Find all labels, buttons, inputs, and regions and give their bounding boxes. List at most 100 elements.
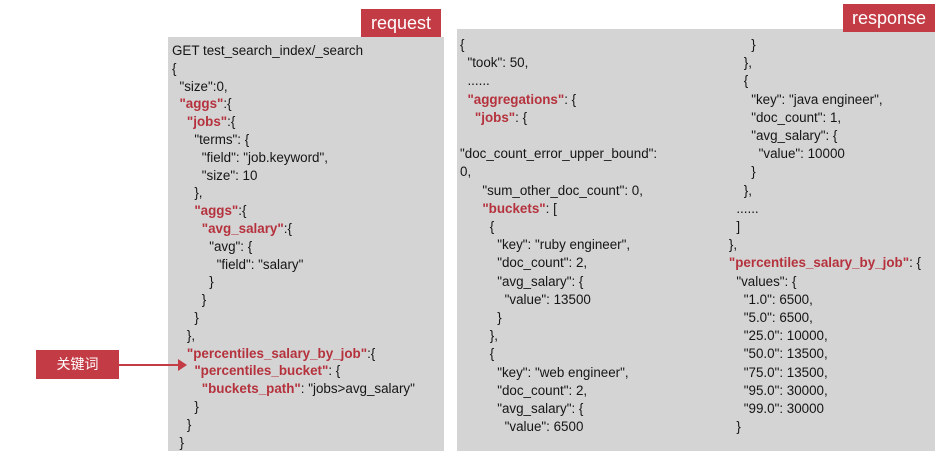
code-text — [172, 221, 202, 236]
code-line: "jobs":{ — [172, 113, 235, 131]
code-text: ...... — [714, 200, 759, 216]
code-text: { — [460, 346, 495, 362]
code-text: :{ — [238, 203, 247, 219]
code-text: "5.0": 6500, — [714, 310, 813, 325]
code-line: "25.0": 10000, — [714, 327, 828, 345]
code-keyword: "buckets_path" — [201, 381, 301, 397]
code-line: "1.0": 6500, — [714, 291, 813, 309]
code-text — [172, 381, 202, 396]
keyword-arrow-icon — [178, 359, 187, 371]
code-line: "doc_count": 1, — [714, 109, 841, 127]
code-line: "aggs":{ — [172, 95, 232, 113]
code-text: "took": 50, — [460, 55, 529, 71]
code-line: { — [460, 218, 495, 236]
code-text: : "jobs>avg_salary" — [300, 381, 415, 397]
code-text: } — [714, 419, 741, 435]
code-line: } — [714, 163, 756, 181]
code-text: "key": "ruby engineer", — [460, 237, 631, 253]
code-line: "sum_other_doc_count": 0, — [460, 182, 643, 200]
code-line: "avg": { — [172, 238, 252, 256]
code-line: } — [172, 309, 199, 327]
code-text: "key": "web engineer", — [460, 364, 629, 380]
code-line: "percentiles_salary_by_job":{ — [172, 345, 375, 363]
code-line: "avg_salary": { — [460, 400, 583, 418]
code-text: "avg_salary": { — [460, 273, 584, 289]
code-line: "value": 13500 — [460, 291, 591, 309]
code-text: "field": "job.keyword", — [172, 149, 328, 165]
code-line: }, — [172, 184, 202, 202]
code-line: "value": 10000 — [714, 145, 845, 163]
response-code-panel — [457, 29, 935, 451]
code-text: :{ — [223, 96, 232, 112]
code-text: } — [172, 292, 207, 308]
code-text: :{ — [227, 114, 236, 130]
code-text: "95.0": 30000, — [714, 382, 828, 398]
code-line: { — [172, 60, 176, 78]
code-text: } — [172, 310, 199, 325]
code-line: "doc_count": 2, — [460, 254, 587, 272]
code-text: } — [714, 164, 756, 180]
code-line: } — [172, 291, 207, 309]
keyword-callout: 关键词 — [36, 350, 119, 379]
code-text: ...... — [460, 73, 490, 89]
code-text: 0, — [460, 164, 472, 180]
code-text: :{ — [283, 221, 292, 236]
code-line: "field": "job.keyword", — [172, 149, 328, 167]
code-keyword: "jobs" — [474, 109, 516, 125]
code-line: "50.0": 13500, — [714, 345, 828, 363]
code-text: "1.0": 6500, — [714, 291, 813, 307]
code-keyword: "aggs" — [179, 96, 224, 112]
code-text: "avg_salary": { — [460, 401, 584, 416]
code-text: "doc_count_error_upper_bound": — [460, 146, 658, 162]
code-line: "avg_salary": { — [460, 273, 583, 291]
code-line: }, — [714, 54, 752, 72]
code-line: "key": "ruby engineer", — [460, 236, 630, 254]
code-text: }, — [714, 182, 752, 198]
code-line: } — [460, 309, 502, 327]
code-line: "size":0, — [172, 78, 227, 96]
code-text: "avg_salary": { — [714, 128, 838, 143]
code-text — [172, 114, 187, 129]
code-line: "field": "salary" — [172, 256, 304, 274]
code-text: }, — [714, 55, 752, 71]
code-keyword: "percentiles_salary_by_job" — [186, 345, 368, 361]
code-line: "75.0": 13500, — [714, 364, 828, 382]
code-line: { — [714, 72, 749, 90]
code-line: "avg_salary":{ — [172, 220, 292, 238]
code-line: "terms": { — [172, 131, 249, 149]
code-line: "aggregations": { — [460, 91, 576, 109]
code-text: "avg": { — [172, 238, 253, 254]
code-text: }, — [460, 328, 498, 344]
code-text: { — [172, 60, 177, 76]
code-text: "value": 10000 — [714, 146, 845, 162]
code-line: "took": 50, — [460, 54, 528, 72]
code-text: GET test_search_index/_search — [172, 43, 364, 58]
code-text: "size": 10 — [172, 167, 258, 183]
code-text: "75.0": 13500, — [714, 364, 828, 380]
code-line: "percentiles_salary_by_job": { — [714, 254, 921, 272]
code-text: } — [172, 274, 214, 290]
code-line: GET test_search_index/_search — [172, 42, 363, 60]
code-text: } — [460, 310, 502, 325]
request-label: request — [361, 9, 441, 37]
code-text: } — [172, 399, 199, 414]
code-line: } — [714, 418, 741, 436]
code-text: } — [172, 434, 184, 450]
code-line: ...... — [714, 200, 759, 218]
code-text: "key": "java engineer", — [714, 91, 883, 107]
code-line: "5.0": 6500, — [714, 309, 813, 327]
code-line: } — [172, 273, 214, 291]
code-keyword: "buckets" — [482, 200, 546, 216]
code-line: "avg_salary": { — [714, 127, 837, 145]
code-line: "key": "web engineer", — [460, 364, 629, 382]
code-text: } — [172, 416, 192, 432]
code-text — [460, 201, 482, 216]
code-text: "doc_count": 1, — [714, 109, 842, 125]
code-text — [460, 110, 475, 125]
code-line: }, — [460, 327, 498, 345]
code-line: "size": 10 — [172, 167, 258, 185]
code-text: { — [714, 73, 749, 89]
code-line: }, — [714, 182, 752, 200]
code-line: { — [460, 345, 495, 363]
code-text: "99.0": 30000 — [714, 401, 825, 416]
